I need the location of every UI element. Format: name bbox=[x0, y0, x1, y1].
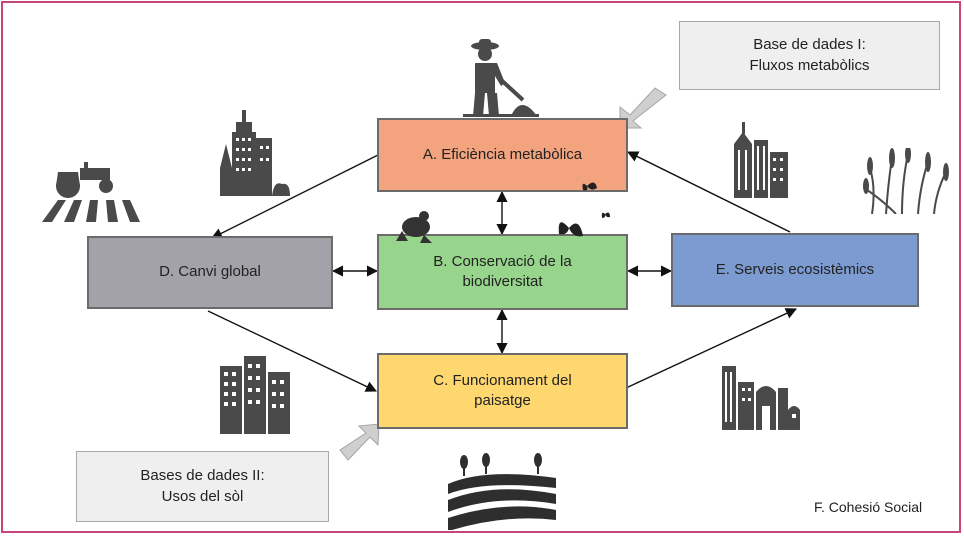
wheat-icon bbox=[863, 148, 949, 214]
cohesio-social-label: F. Cohesió Social bbox=[814, 499, 923, 515]
tractor-icon bbox=[42, 162, 140, 222]
arrow-e-to-a bbox=[626, 151, 791, 233]
box-canvi-global: D. Canvi global bbox=[87, 236, 333, 309]
office-buildings-icon bbox=[220, 356, 290, 434]
hollow-arrow-db1 bbox=[619, 87, 667, 129]
butterfly-icon bbox=[558, 182, 610, 237]
database-1-note: Base de dades I: Fluxos metabòlics bbox=[679, 21, 940, 90]
farmer-icon bbox=[463, 39, 539, 117]
box-funcionament-paisatge: C. Funcionament del paisatge bbox=[377, 353, 628, 429]
arrow-d-to-c bbox=[207, 310, 378, 392]
skyscrapers-icon bbox=[734, 122, 788, 198]
hills-landscape-icon bbox=[444, 438, 560, 530]
tower-city-icon bbox=[220, 110, 290, 196]
frog-icon bbox=[396, 211, 432, 243]
database-2-note: Bases de dades II: Usos del sòl bbox=[76, 451, 329, 522]
arrow-a-to-d bbox=[210, 154, 379, 239]
hollow-arrow-db2 bbox=[339, 423, 380, 461]
box-conservacio-biodiversitat: B. Conservació de la biodiversitat bbox=[377, 234, 628, 310]
city-buildings-icon bbox=[722, 366, 800, 430]
arrow-c-to-e bbox=[625, 308, 798, 389]
box-eficiencia-metabolica: A. Eficiència metabòlica bbox=[377, 118, 628, 192]
box-serveis-ecosistemics: E. Serveis ecosistèmics bbox=[671, 233, 919, 307]
